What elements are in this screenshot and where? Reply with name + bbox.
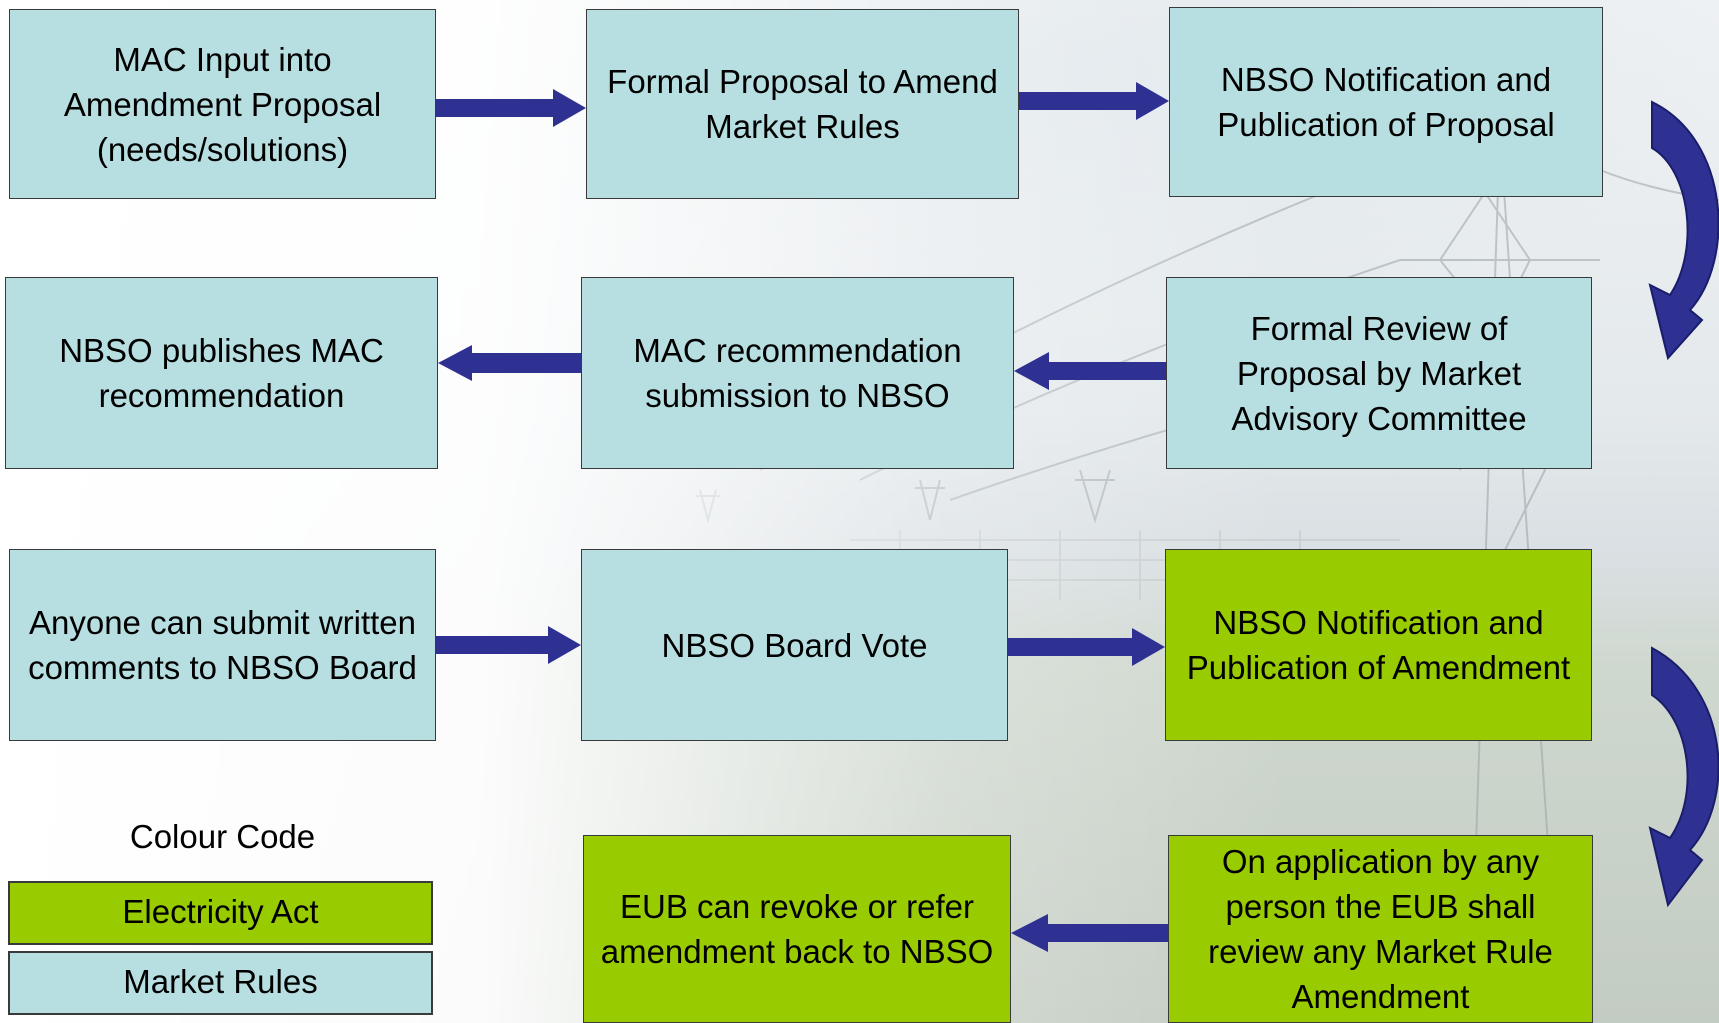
step-anyone-comments: Anyone can submit written comments to NB… (9, 549, 436, 741)
arrow-step10-to-step11 (1011, 914, 1168, 952)
arrow-step2-to-step3 (1019, 82, 1169, 120)
legend-title: Colour Code (129, 818, 316, 855)
step-nbso-notification-proposal: NBSO Notification and Publication of Pro… (1169, 7, 1603, 197)
curved-arrow-step3-to-step4 (1648, 100, 1719, 361)
arrow-step1-to-step2 (436, 89, 586, 127)
step-nbso-publishes: NBSO publishes MAC recommendation (5, 277, 438, 469)
arrow-step7-to-step8 (436, 626, 581, 664)
step-board-vote: NBSO Board Vote (581, 549, 1008, 741)
arrow-step4-to-step5 (1014, 352, 1166, 390)
legend-electricity-act: Electricity Act (8, 881, 433, 945)
step-eub-review: On application by any person the EUB sha… (1168, 835, 1593, 1023)
legend-market-rules: Market Rules (8, 951, 433, 1015)
step-eub-revoke: EUB can revoke or refer amendment back t… (583, 835, 1011, 1023)
step-nbso-notification-amendment: NBSO Notification and Publication of Ame… (1165, 549, 1592, 741)
arrow-step5-to-step6 (438, 345, 581, 381)
step-mac-input: MAC Input into Amendment Proposal (needs… (9, 9, 436, 199)
step-formal-review: Formal Review of Proposal by Market Advi… (1166, 277, 1592, 469)
arrow-step8-to-step9 (1008, 628, 1165, 666)
curved-arrow-step9-to-step10 (1648, 646, 1719, 908)
step-mac-recommendation: MAC recommendation submission to NBSO (581, 277, 1014, 469)
step-formal-proposal: Formal Proposal to Amend Market Rules (586, 9, 1019, 199)
